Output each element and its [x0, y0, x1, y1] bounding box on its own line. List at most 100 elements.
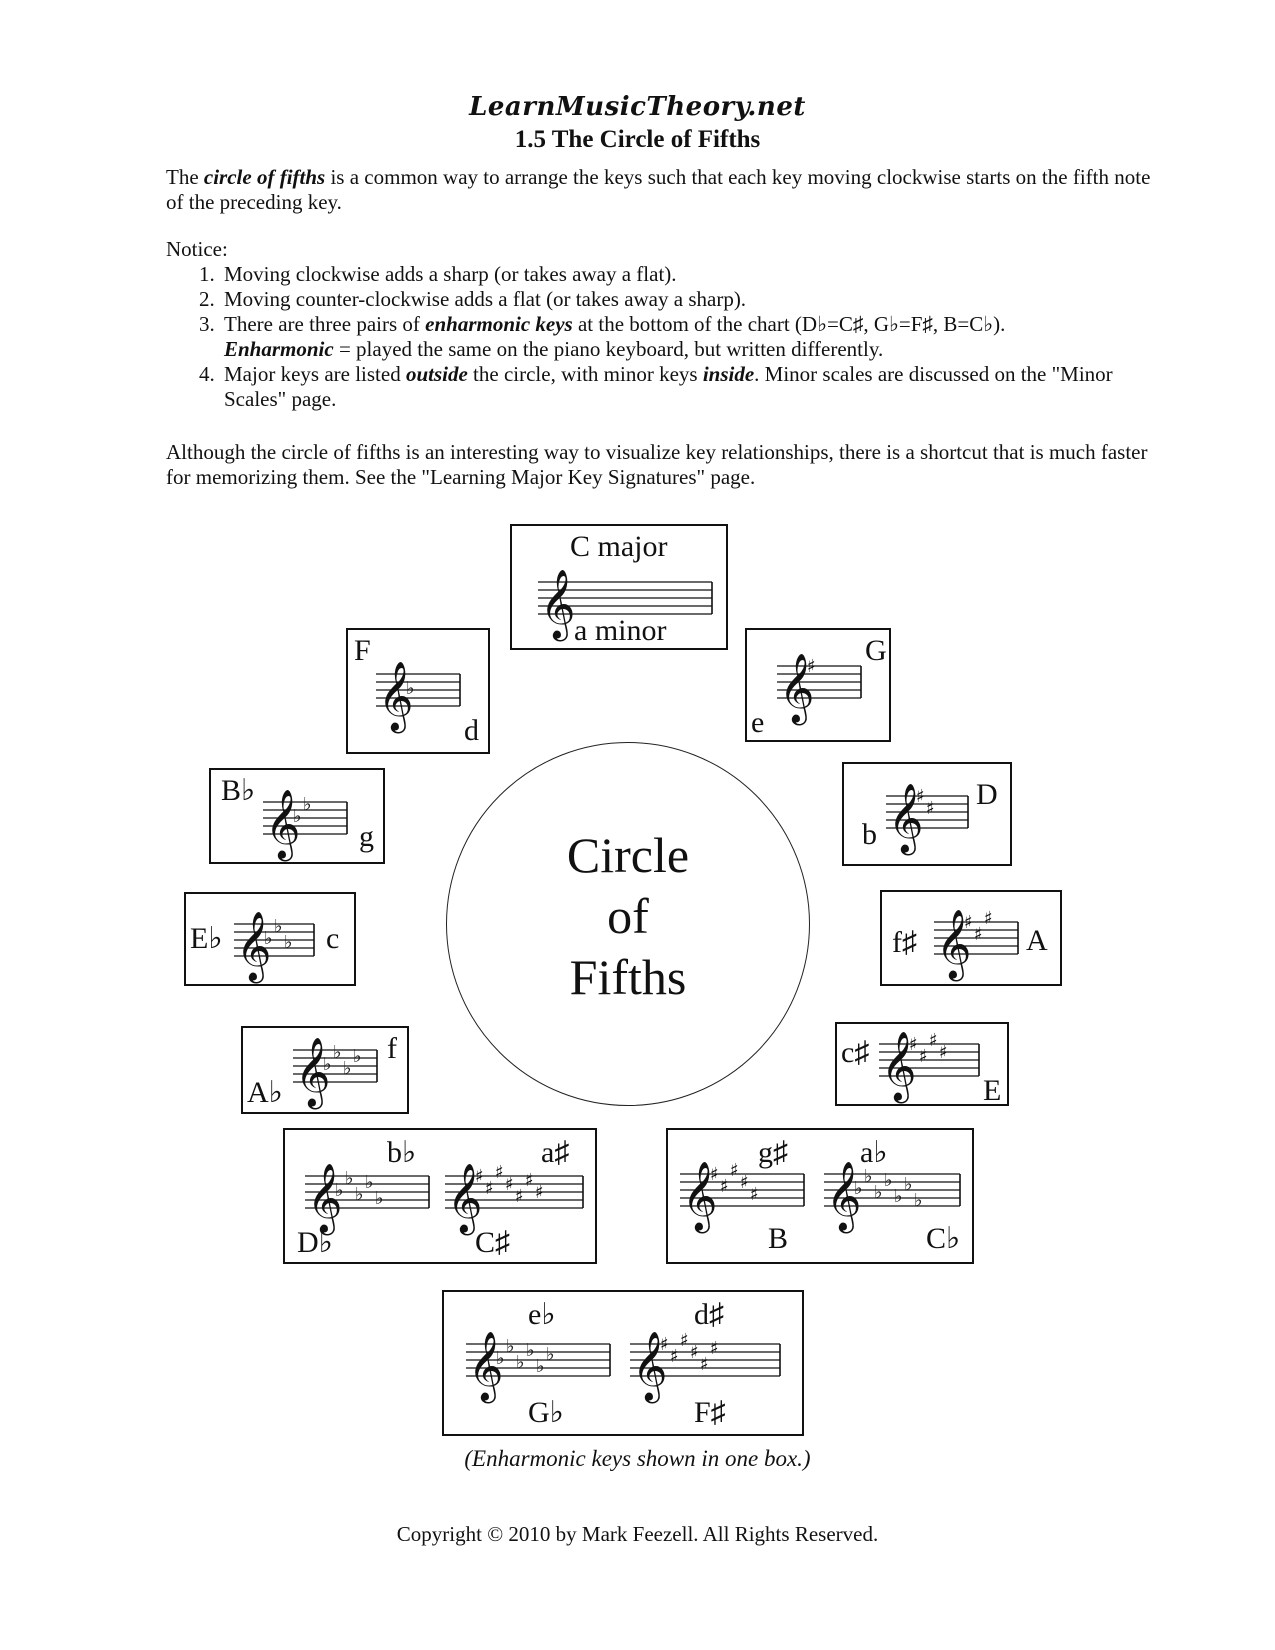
major-key-label: G: [865, 634, 887, 667]
minor-key-label: d♯: [694, 1298, 724, 1331]
term-inside: inside: [702, 362, 755, 386]
gb-major-staff: 𝄞♭♭♭♭♭♭: [466, 1331, 611, 1403]
treble-clef-icon: 𝄞: [632, 1331, 667, 1403]
flat-icon: ♭: [864, 1166, 873, 1187]
flat-icon: ♭: [355, 1184, 364, 1205]
treble-clef-icon: 𝄞: [378, 661, 413, 733]
sharp-icon: ♯: [929, 1030, 938, 1051]
sharp-icon: ♯: [515, 1186, 524, 1207]
sharp-icon: ♯: [909, 1034, 918, 1055]
flat-icon: ♭: [274, 916, 283, 937]
c-major-staff: 𝄞: [538, 569, 713, 641]
major-key-label: D: [976, 778, 998, 811]
ab-major-staff: 𝄞♭♭♭♭: [293, 1037, 378, 1109]
sharp-icon: ♯: [495, 1162, 504, 1183]
major-key-label: E♭: [190, 922, 223, 955]
sharp-icon: ♯: [535, 1182, 544, 1203]
major-key-label: C major: [570, 530, 668, 563]
flat-icon: ♭: [914, 1190, 923, 1211]
sharp-icon: ♯: [984, 908, 993, 929]
minor-key-label: a minor: [574, 614, 667, 647]
flat-icon: ♭: [406, 678, 415, 699]
flat-icon: ♭: [303, 794, 312, 815]
treble-clef-icon: 𝄞: [447, 1163, 482, 1235]
major-key-label: E: [983, 1074, 1002, 1107]
intro-prefix: The: [166, 165, 204, 189]
cb-major-staff: 𝄞♭♭♭♭♭♭♭: [824, 1161, 961, 1233]
flat-icon: ♭: [335, 1180, 344, 1201]
db-major-staff: 𝄞♭♭♭♭♭: [305, 1163, 430, 1235]
notice-text: = played the same on the piano keyboard,…: [333, 337, 884, 361]
notice-list: Moving clockwise adds a sharp (or takes …: [166, 262, 1166, 412]
key-box-gb-fs-enharmonic: 𝄞♭♭♭♭♭♭ 𝄞♯♯♯♯♯♯ e♭ G♭ d♯ F♯: [442, 1290, 804, 1436]
key-box-db-cs-enharmonic: 𝄞♭♭♭♭♭ 𝄞♯♯♯♯♯♯♯ b♭ D♭ a♯ C♯: [283, 1128, 597, 1264]
sharp-icon: ♯: [730, 1160, 739, 1181]
sharp-icon: ♯: [710, 1338, 719, 1359]
key-box-g-major: 𝄞♯ G e: [745, 628, 891, 742]
flat-icon: ♭: [496, 1348, 505, 1369]
major-key-label: A♭: [247, 1076, 283, 1109]
circle-title-line3: Fifths: [569, 949, 687, 1005]
major-key-label: C♯: [475, 1226, 511, 1259]
sharp-icon: ♯: [740, 1172, 749, 1193]
minor-key-label: d: [464, 714, 479, 747]
notice-section: Notice: Moving clockwise adds a sharp (o…: [166, 237, 1166, 412]
sharp-icon: ♯: [720, 1176, 729, 1197]
treble-clef-icon: 𝄞: [265, 789, 300, 861]
flat-icon: ♭: [353, 1046, 362, 1067]
intro-paragraph: The circle of fifths is a common way to …: [166, 165, 1166, 215]
major-key-label: F♯: [694, 1396, 726, 1429]
eb-major-staff: 𝄞♭♭♭: [234, 911, 315, 983]
flat-icon: ♭: [854, 1178, 863, 1199]
flat-icon: ♭: [546, 1344, 555, 1365]
treble-clef-icon: 𝄞: [468, 1331, 503, 1403]
flat-icon: ♭: [323, 1054, 332, 1075]
term-circle-of-fifths: circle of fifths: [203, 165, 326, 189]
page-title: 1.5 The Circle of Fifths: [514, 126, 761, 153]
sharp-icon: ♯: [505, 1174, 514, 1195]
treble-clef-icon: 𝄞: [936, 909, 971, 981]
key-box-bb-major: 𝄞♭♭ B♭ g: [209, 768, 385, 864]
sharp-icon: ♯: [919, 1046, 928, 1067]
notice-text: at the bottom of the chart (D♭=C♯, G♭=F♯…: [572, 312, 1006, 336]
notice-item: Moving clockwise adds a sharp (or takes …: [220, 262, 1166, 287]
major-key-label: D♭: [297, 1226, 333, 1259]
sharp-icon: ♯: [485, 1178, 494, 1199]
d-major-staff: 𝄞♯♯: [886, 783, 969, 855]
b-major-staff: 𝄞♯♯♯♯♯: [680, 1160, 805, 1233]
notice-text: Major keys are listed: [224, 362, 406, 386]
key-box-b-cb-enharmonic: 𝄞♯♯♯♯♯ 𝄞♭♭♭♭♭♭♭ g♯ B a♭ C♭: [666, 1128, 974, 1264]
notice-label: Notice:: [166, 237, 228, 261]
circle-title-line1: Circle: [566, 827, 690, 883]
term-enharmonic: Enharmonic: [224, 337, 334, 361]
treble-clef-icon: 𝄞: [295, 1037, 330, 1109]
site-brand: LearnMusicTheory.net: [469, 92, 806, 122]
notice-text: There are three pairs of: [224, 312, 426, 336]
sharp-icon: ♯: [964, 912, 973, 933]
fs-major-staff: 𝄞♯♯♯♯♯♯: [630, 1330, 781, 1403]
key-box-c-major: 𝄞 C major a minor: [510, 524, 728, 650]
flat-icon: ♭: [365, 1172, 374, 1193]
bb-major-staff: 𝄞♭♭: [263, 789, 348, 861]
flat-icon: ♭: [526, 1340, 535, 1361]
treble-clef-icon: 𝄞: [236, 911, 271, 983]
sharp-icon: ♯: [525, 1170, 534, 1191]
minor-key-label: f♯: [892, 926, 917, 959]
circle-title-line2: of: [607, 888, 649, 944]
major-key-label: F: [354, 634, 371, 667]
minor-key-label: a♭: [860, 1136, 888, 1169]
flat-icon: ♭: [536, 1356, 545, 1377]
key-box-e-major: 𝄞♯♯♯♯ E c♯: [835, 1022, 1009, 1106]
minor-key-label: e♭: [528, 1298, 556, 1331]
flat-icon: ♭: [284, 932, 293, 953]
term-outside: outside: [405, 362, 468, 386]
a-major-staff: 𝄞♯♯♯: [934, 908, 1019, 981]
key-box-f-major: 𝄞♭ F d: [346, 628, 490, 754]
sharp-icon: ♯: [807, 656, 816, 677]
treble-clef-icon: 𝄞: [682, 1161, 717, 1233]
major-key-label: B: [768, 1222, 789, 1255]
sharp-icon: ♯: [710, 1164, 719, 1185]
flat-icon: ♭: [904, 1174, 913, 1195]
sharp-icon: ♯: [926, 798, 935, 819]
f-major-staff: 𝄞♭: [376, 661, 461, 733]
